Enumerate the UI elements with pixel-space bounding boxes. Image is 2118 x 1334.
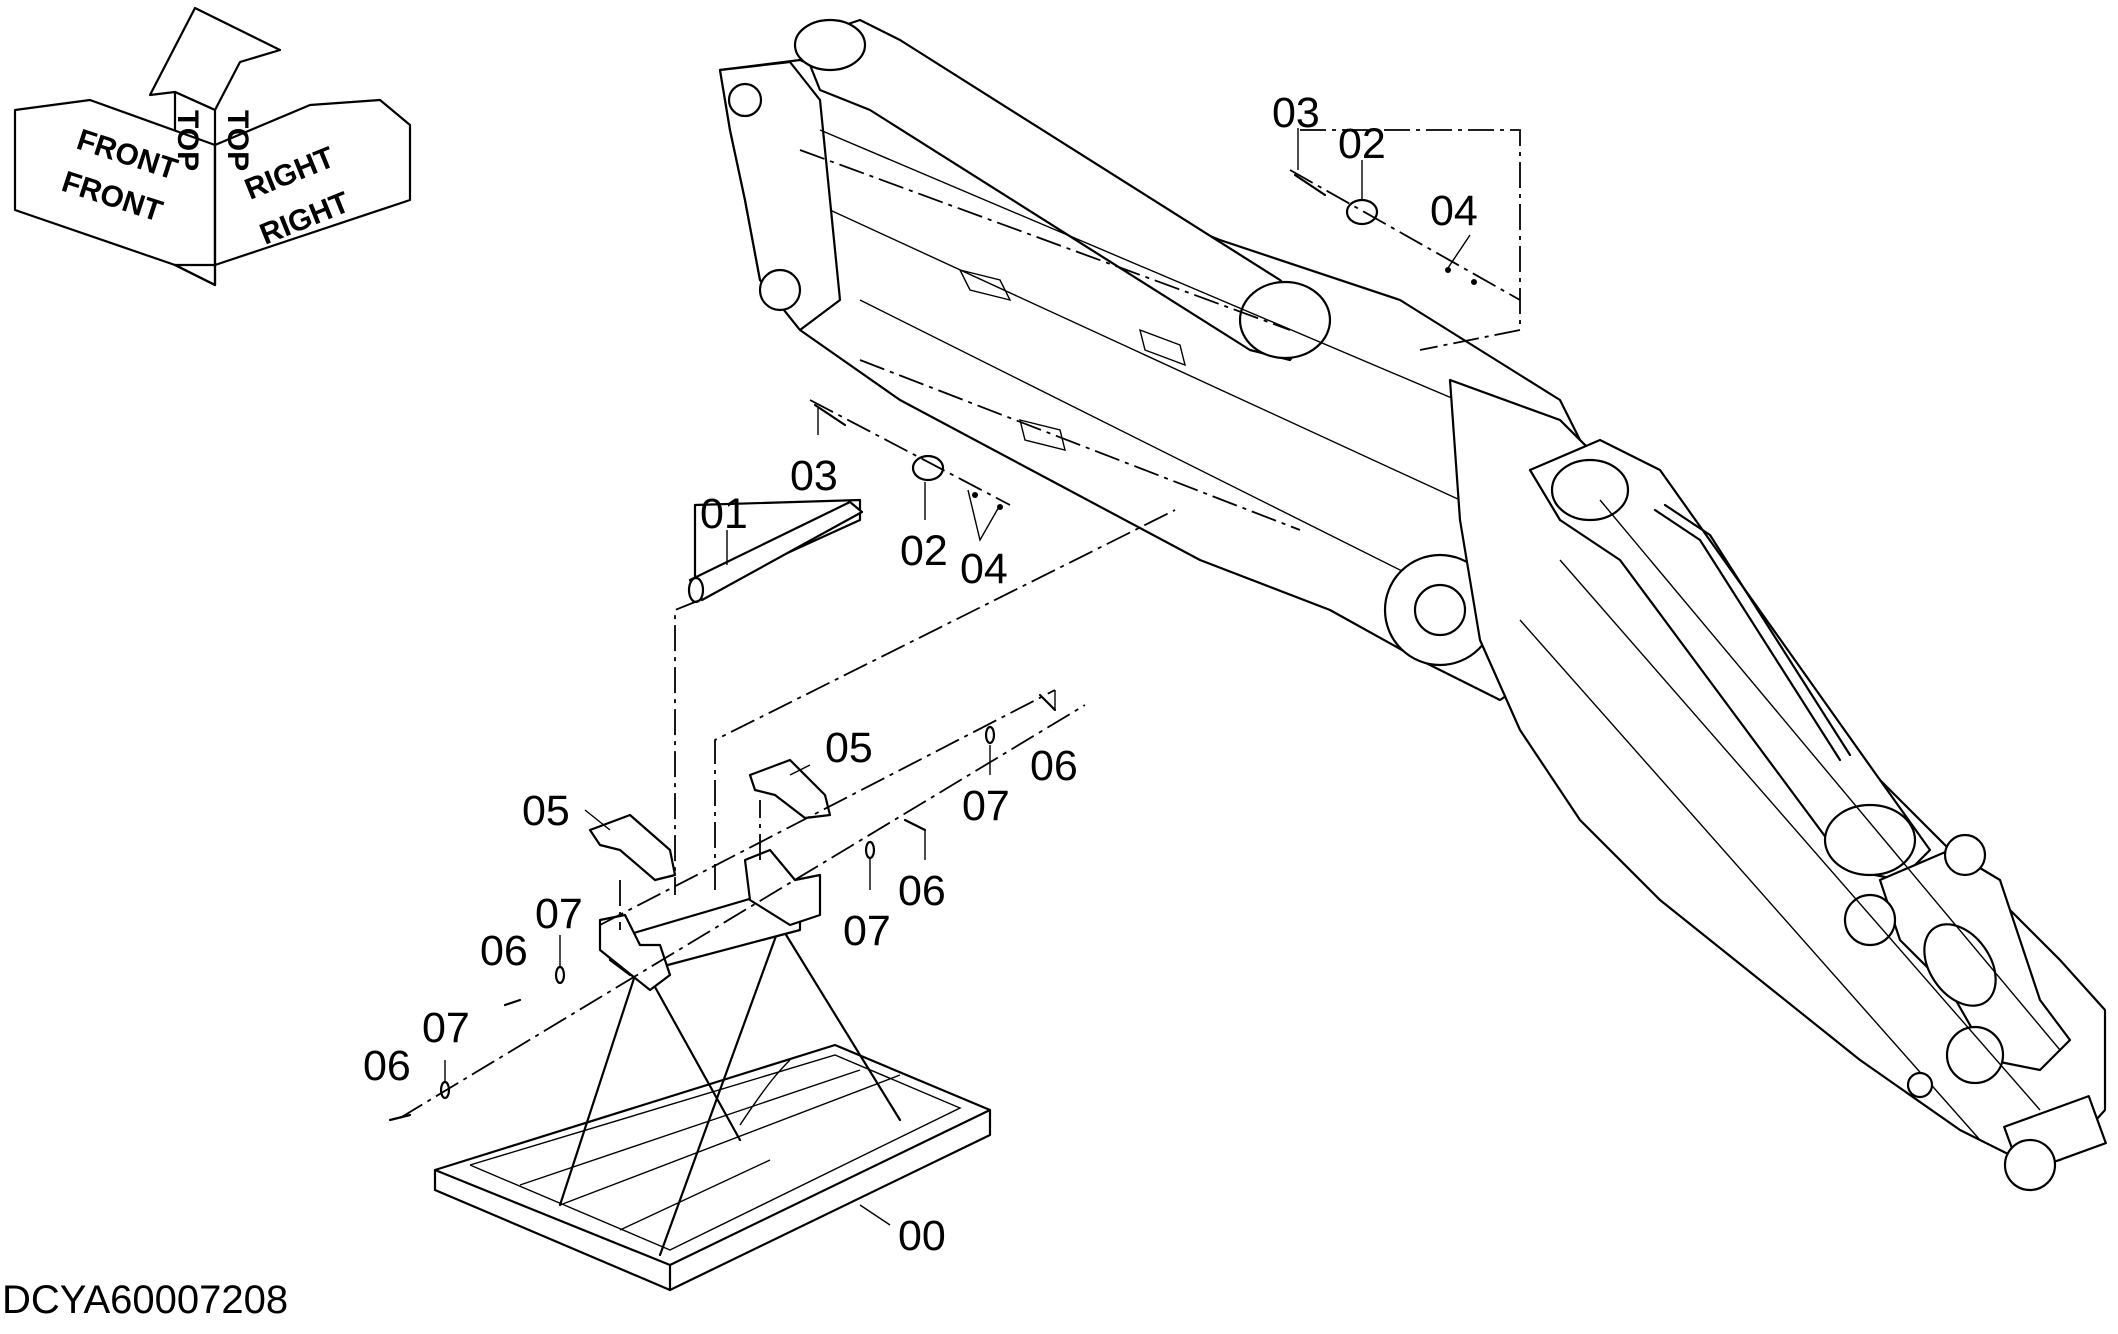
stand-saddle-right [743, 848, 822, 927]
callout-03-lower: 03 [790, 452, 838, 500]
plate-05-right [748, 758, 832, 820]
boom-nose-pin-hole [1413, 583, 1467, 637]
top-label-1: TOP [171, 110, 204, 171]
pin-03-lower [813, 403, 847, 427]
bolt-04-upper-a [1445, 267, 1451, 273]
boom-cylinder-rod-eye [793, 18, 867, 72]
washer-07-c [864, 840, 876, 860]
bushing-02-lower [911, 454, 945, 482]
arm-link-pin-upper [1843, 893, 1897, 947]
pin-06-d [1038, 693, 1057, 712]
callout-05-right: 05 [825, 724, 873, 772]
stand-saddle-left [598, 913, 672, 992]
callout-07-b: 07 [535, 890, 583, 938]
stand-base-frame [433, 1043, 992, 1292]
callout-01: 01 [700, 490, 748, 538]
bushing-02-upper [1345, 198, 1379, 226]
assembly-lines [399, 129, 1521, 1119]
callout-07-d: 07 [962, 782, 1010, 830]
top-label-2: TOP [221, 110, 254, 171]
boom-cylinder-head [1238, 280, 1332, 360]
parts-exploded [388, 173, 1477, 1122]
leader-lines [444, 128, 1471, 1226]
callout-06-b: 06 [480, 927, 528, 975]
arm-cylinder-head [1823, 803, 1917, 877]
callout-06-d: 06 [1030, 742, 1078, 790]
arm-link-pin-lower [1945, 1025, 2005, 1085]
pin-01-end [687, 576, 705, 604]
top-arrow-head [148, 6, 282, 112]
arm-small-boss [1906, 1071, 1934, 1099]
callout-labels: 03 02 04 03 01 02 04 05 05 06 07 06 07 0… [363, 89, 1478, 1260]
plate-05-left [588, 813, 677, 882]
arm-tip-pin-hole [2003, 1138, 2057, 1192]
boom-arm-assembly [718, 18, 2107, 1192]
drawing-code: DCYA60007208 [2, 1278, 288, 1322]
bolt-04-lower-a [972, 492, 978, 498]
callout-06-c: 06 [898, 867, 946, 915]
pin-03-upper [1293, 173, 1327, 197]
arm-link-pin-top [1943, 833, 1987, 877]
callout-04-upper: 04 [1430, 187, 1478, 235]
arm-cylinder-rod-eye [1550, 458, 1630, 522]
washer-07-d [984, 725, 996, 745]
callout-07-c: 07 [843, 907, 891, 955]
callout-02-lower: 02 [900, 527, 948, 575]
callout-06-a: 06 [363, 1042, 411, 1090]
arm-link-slot [1923, 923, 1997, 1007]
pin-06-b [503, 998, 522, 1007]
callout-02-upper: 02 [1338, 120, 1386, 168]
bolt-04-upper-b [1471, 279, 1477, 285]
callout-04-lower: 04 [960, 545, 1008, 593]
orientation-icon: TOP TOP FRONT FRONT RIGHT RIGHT [13, 6, 412, 287]
callout-05-left: 05 [522, 787, 570, 835]
washer-07-b [554, 965, 566, 985]
boom-foot-pin-hole-lower [758, 268, 802, 312]
callout-07-a: 07 [422, 1004, 470, 1052]
support-stand [433, 848, 992, 1292]
callout-00: 00 [898, 1212, 946, 1260]
pin-06-c [903, 818, 927, 832]
callout-03-upper: 03 [1272, 89, 1320, 137]
boom-foot-pin-hole-upper [727, 82, 763, 118]
boom-foot-plate [718, 60, 842, 332]
